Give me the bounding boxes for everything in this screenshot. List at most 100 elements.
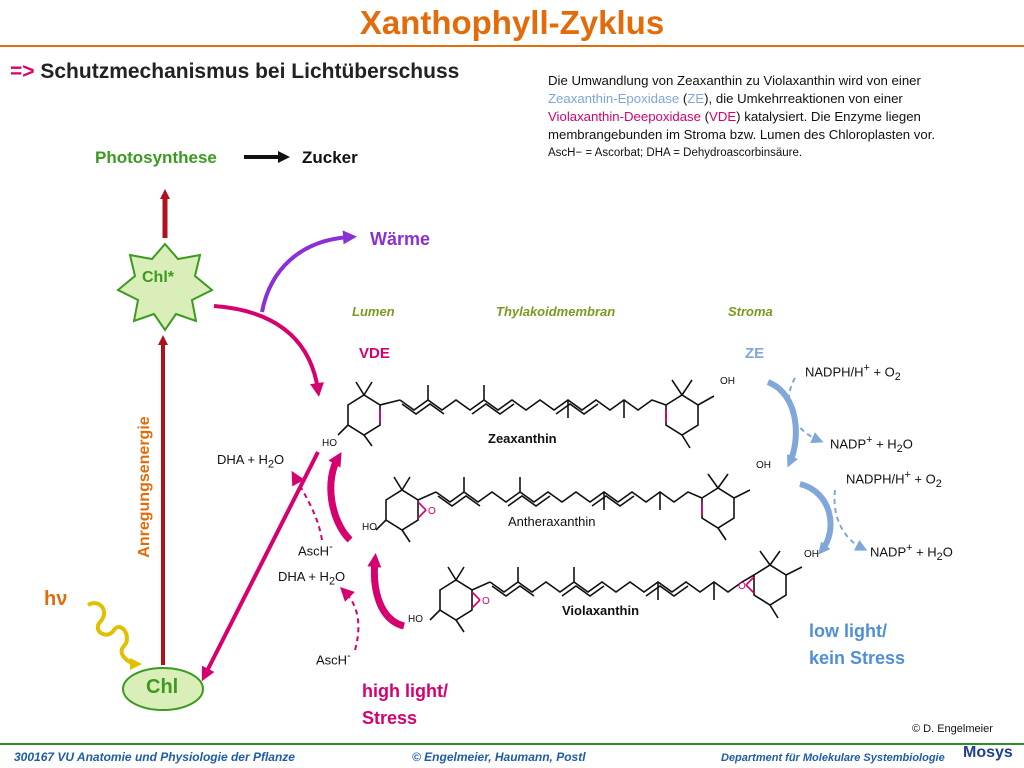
ze-arrow-upper bbox=[766, 379, 799, 468]
thylakoidmembran-label: Thylakoidmembran bbox=[496, 304, 616, 319]
superscript: + bbox=[863, 362, 870, 374]
asch-label-2: AscH- bbox=[316, 650, 351, 667]
dha-h2o-label-1: DHA + H2O bbox=[217, 452, 284, 471]
vde-term: Violaxanthin-Deepoxidase bbox=[548, 109, 701, 124]
subscript: 2 bbox=[935, 477, 942, 490]
nadph-text: NADPH/H bbox=[805, 364, 864, 380]
epoxide-o-label: O bbox=[482, 596, 490, 607]
violaxanthin-label: Violaxanthin bbox=[562, 603, 639, 618]
stress-line: Stress bbox=[362, 708, 418, 728]
o-text: O bbox=[942, 544, 953, 560]
copyright-label: © D. Engelmeier bbox=[912, 723, 993, 735]
superscript: - bbox=[329, 541, 333, 553]
page-title: Xanthophyll-Zyklus bbox=[359, 4, 665, 41]
zeaxanthin-label: Zeaxanthin bbox=[488, 431, 557, 446]
nadph-o2-label-2: NADPH/H+ + O2 bbox=[846, 469, 942, 490]
no-stress-line: kein Stress bbox=[809, 648, 906, 668]
footer-divider bbox=[0, 743, 1024, 745]
vde-arrow-lower bbox=[367, 553, 406, 630]
note-line-3: Violaxanthin-Deepoxidase (VDE) katalysie… bbox=[548, 108, 1018, 126]
oh-label: OH bbox=[720, 376, 735, 387]
epoxide-o-label: O bbox=[428, 506, 436, 517]
subtitle-text: Schutzmechanismus bei Lichtüberschuss bbox=[40, 60, 460, 83]
asch-label-1: AscH- bbox=[298, 541, 333, 558]
explanation-note: Die Umwandlung von Zeaxanthin zu Violaxa… bbox=[548, 72, 1018, 162]
mosys-logo: Mosys bbox=[963, 744, 1013, 761]
subscript: 2 bbox=[328, 575, 335, 588]
superscript: + bbox=[904, 469, 911, 481]
hv-label: hν bbox=[44, 588, 68, 610]
vde-label: VDE bbox=[359, 345, 390, 362]
stroma-label: Stroma bbox=[728, 304, 773, 319]
asch-text: AscH bbox=[298, 543, 330, 559]
zeaxanthin-structure bbox=[337, 379, 715, 449]
lumen-label: Lumen bbox=[352, 304, 395, 319]
h-text: + H bbox=[912, 544, 937, 560]
ze-abbrev: ZE bbox=[687, 91, 705, 106]
footer-authors: © Engelmeier, Haumann, Postl bbox=[412, 750, 586, 764]
nadp-text: NADP bbox=[830, 436, 867, 452]
low-light-label: low light/ kein Stress bbox=[809, 618, 905, 672]
vde-arrow-upper bbox=[327, 451, 353, 543]
asch-dha-arrow-1 bbox=[291, 470, 323, 541]
antheraxanthin-structure bbox=[375, 473, 751, 543]
superscript: + bbox=[906, 542, 913, 554]
low-light-line: low light/ bbox=[809, 621, 887, 641]
nadp-h2o-label-2: NADP+ + H2O bbox=[870, 542, 953, 563]
subtitle: => Schutzmechanismus bei Lichtüberschuss bbox=[10, 60, 459, 84]
ze-term: Zeaxanthin-Epoxidase bbox=[548, 91, 680, 106]
o-text: O bbox=[902, 436, 913, 452]
zucker-label: Zucker bbox=[302, 148, 358, 167]
footer-course: 300167 VU Anatomie und Physiologie der P… bbox=[14, 750, 295, 764]
oh-label: OH bbox=[756, 460, 771, 471]
subtitle-arrow: => bbox=[10, 60, 35, 83]
asch-text: AscH bbox=[316, 652, 348, 668]
chl-star-shape bbox=[116, 242, 214, 332]
o2-text: + O bbox=[869, 364, 895, 380]
ze-arrow-lower bbox=[799, 481, 834, 555]
anregungsenergie-label: Anregungsenergie bbox=[136, 416, 153, 558]
violaxanthin-structure bbox=[429, 550, 803, 633]
light-wave bbox=[86, 601, 142, 670]
footer-department: Department für Molekulare Systembiologie bbox=[721, 752, 945, 764]
high-light-label: high light/ Stress bbox=[362, 678, 448, 732]
heat-arrow bbox=[260, 230, 357, 313]
superscript: - bbox=[347, 650, 351, 662]
vde-abbrev: VDE bbox=[709, 109, 737, 124]
nadp-text: NADP bbox=[870, 544, 907, 560]
oh-label: OH bbox=[804, 549, 819, 560]
chl-ellipse bbox=[122, 667, 204, 711]
photosynthese-label: Photosynthese bbox=[95, 148, 217, 167]
superscript: + bbox=[866, 434, 873, 446]
nadph-arrow-2 bbox=[833, 489, 868, 551]
o2-text: + O bbox=[910, 471, 936, 487]
chl-label: Chl bbox=[146, 676, 179, 698]
ho-label: HO bbox=[408, 614, 423, 625]
subscript: 2 bbox=[894, 370, 901, 383]
o-text: O bbox=[273, 452, 285, 467]
dha-text: DHA + H bbox=[217, 452, 268, 467]
nadph-text: NADPH/H bbox=[846, 471, 905, 487]
ho-label: HO bbox=[322, 438, 337, 449]
nadp-h2o-label-1: NADP+ + H2O bbox=[830, 434, 913, 455]
chl-star-label: Chl* bbox=[142, 269, 174, 286]
subscript: 2 bbox=[267, 458, 274, 471]
chl-star-to-membrane-arrow bbox=[213, 304, 324, 397]
note-text: ( bbox=[679, 91, 688, 106]
dha-h2o-label-2: DHA + H2O bbox=[278, 569, 345, 588]
asch-dha-arrow-2 bbox=[340, 587, 360, 651]
nadph-arrow-1 bbox=[787, 377, 824, 444]
note-text: ), die Umkehrreaktionen von einer bbox=[704, 91, 903, 106]
high-light-line: high light/ bbox=[362, 681, 448, 701]
note-line-1: Die Umwandlung von Zeaxanthin zu Violaxa… bbox=[548, 73, 921, 88]
ze-label: ZE bbox=[745, 345, 765, 362]
subscript: 2 bbox=[896, 442, 903, 455]
antheraxanthin-label: Antheraxanthin bbox=[508, 514, 595, 529]
note-line-5: AscH− = Ascorbat; DHA = Dehydroascorbins… bbox=[548, 147, 803, 159]
h-text: + H bbox=[872, 436, 897, 452]
note-text: ) katalysiert. Die Enzyme liegen bbox=[736, 109, 921, 124]
title-divider bbox=[0, 45, 1024, 47]
note-line-2: Zeaxanthin-Epoxidase (ZE), die Umkehrrea… bbox=[548, 90, 1018, 108]
o-text: O bbox=[334, 569, 346, 584]
